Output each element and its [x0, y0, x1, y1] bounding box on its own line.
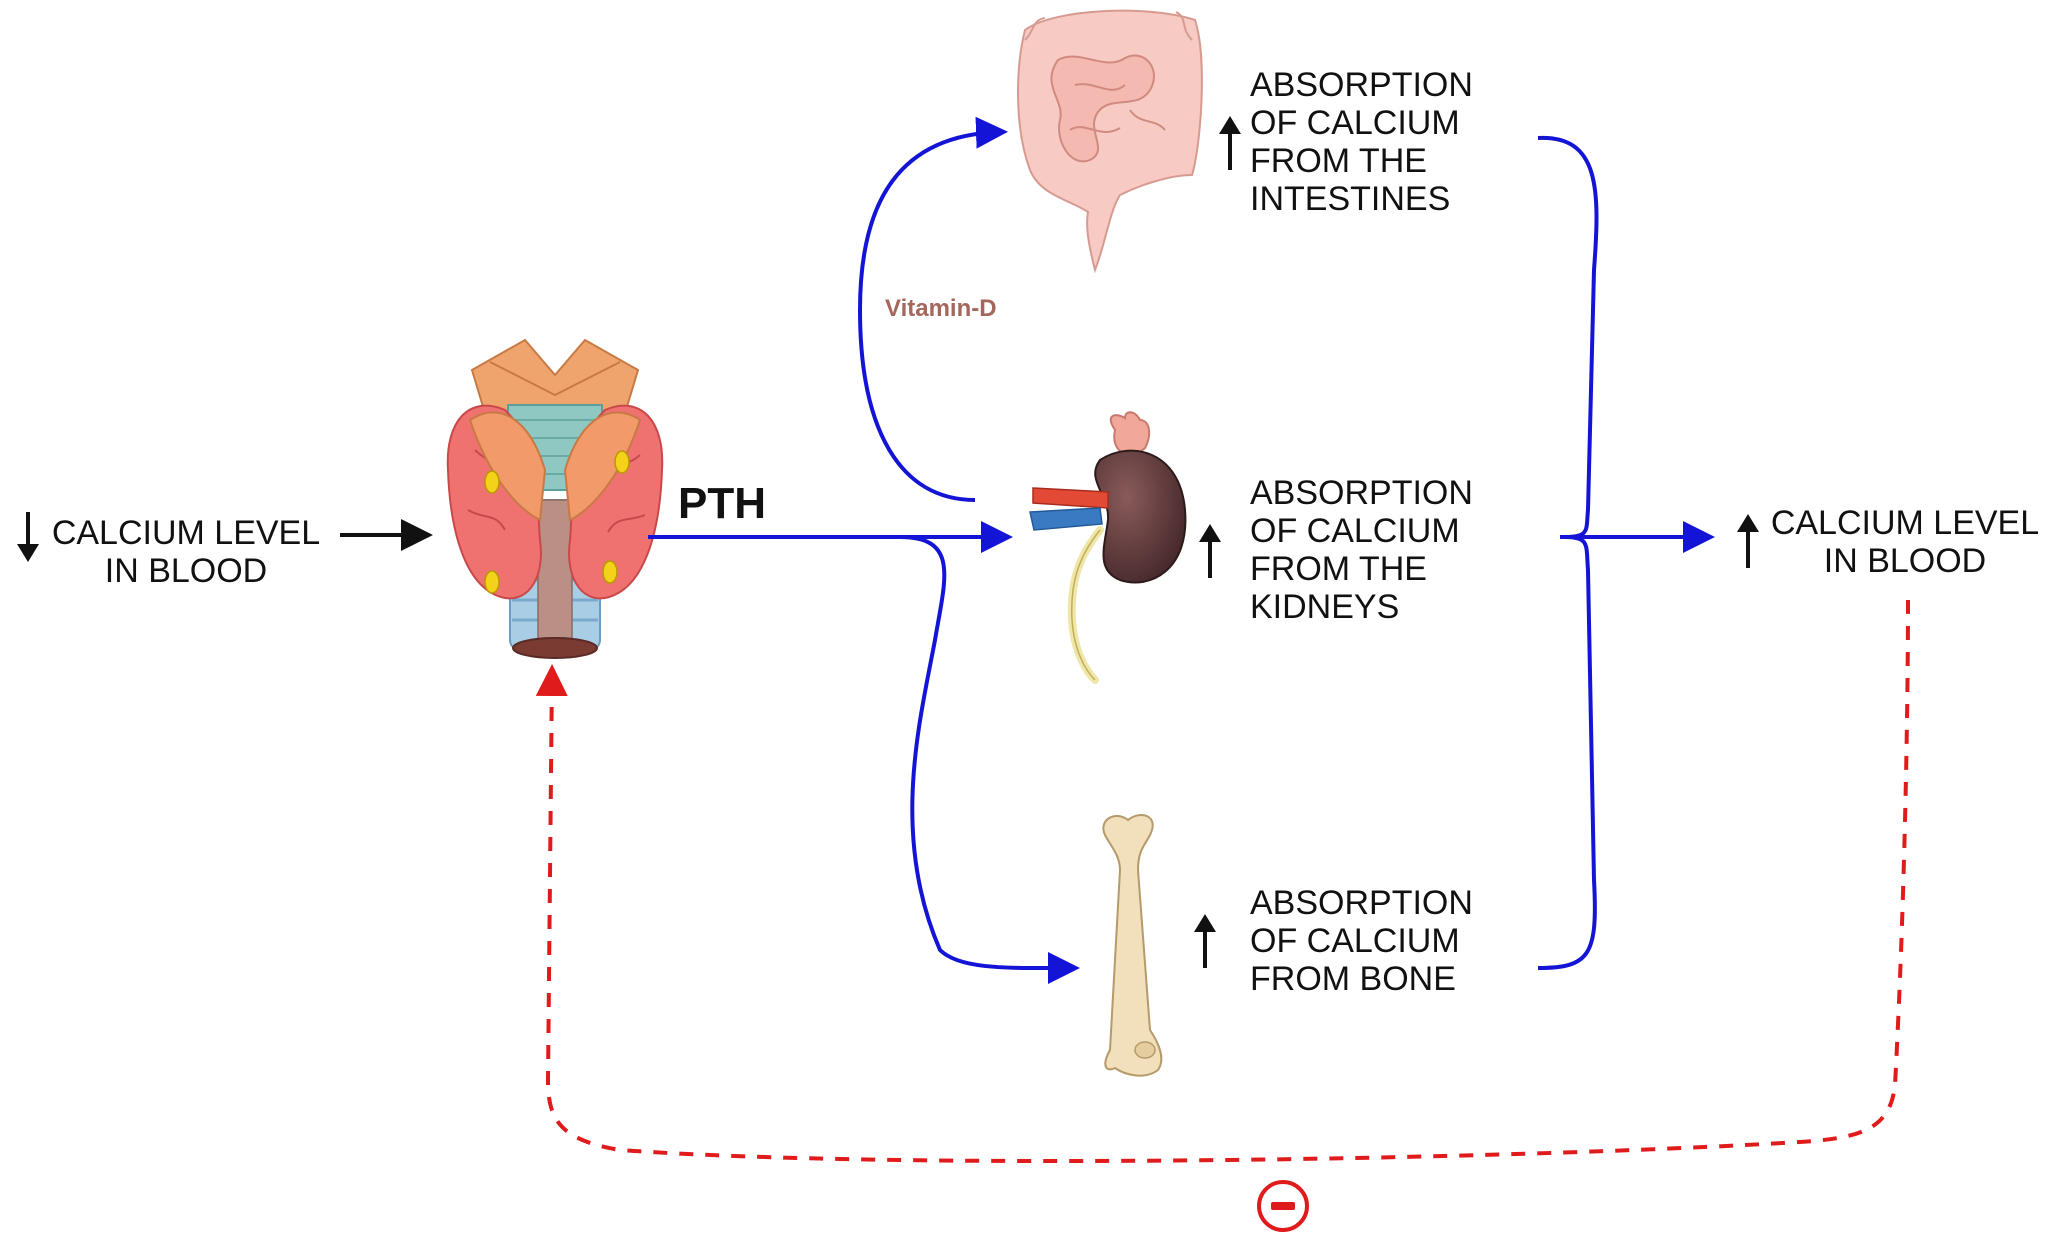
vitamin-d-label: Vitamin-D — [885, 295, 997, 322]
kidney-illustration — [1029, 411, 1187, 684]
intestine-text-line3: FROM THE — [1250, 142, 1427, 180]
bone-text-line3: FROM BONE — [1250, 960, 1456, 998]
vitamin-d-arrow — [857, 116, 1008, 502]
intestine-text-line1: ABSORPTION — [1250, 66, 1473, 104]
kidney-text-line4: KIDNEYS — [1250, 588, 1399, 626]
pth-pathway — [648, 116, 1715, 985]
output-label-group: CALCIUM LEVEL IN BLOOD — [1737, 504, 2039, 580]
output-label-line1: CALCIUM LEVEL — [1771, 504, 2039, 542]
pth-to-bone-arrow — [899, 535, 1080, 985]
intestine-illustration — [1017, 9, 1203, 274]
up-arrow-icon — [1219, 116, 1241, 170]
kidney-text-line3: FROM THE — [1250, 550, 1427, 588]
input-label-group: CALCIUM LEVEL IN BLOOD — [17, 512, 320, 590]
intestine-absorption-group: ABSORPTION OF CALCIUM FROM THE INTESTINE… — [1219, 66, 1473, 218]
input-label-line1: CALCIUM LEVEL — [52, 514, 320, 552]
kidney-absorption-group: ABSORPTION OF CALCIUM FROM THE KIDNEYS — [1199, 474, 1473, 626]
negative-feedback-arrow — [535, 599, 1910, 1164]
bone-text-line2: OF CALCIUM — [1250, 922, 1460, 960]
parathyroid-gland-illustration — [446, 338, 664, 659]
up-arrow-icon — [1199, 524, 1221, 578]
kidney-text-line2: OF CALCIUM — [1250, 512, 1460, 550]
down-arrow-icon — [17, 512, 39, 562]
bone-text-line1: ABSORPTION — [1250, 884, 1473, 922]
up-arrow-icon — [1737, 514, 1759, 568]
bone-absorption-group: ABSORPTION OF CALCIUM FROM BONE — [1194, 884, 1473, 998]
up-arrow-icon — [1194, 914, 1216, 968]
input-label-line2: IN BLOOD — [105, 552, 267, 590]
pth-label: PTH — [678, 479, 766, 528]
bone-illustration — [1102, 814, 1163, 1077]
intestine-text-line4: INTESTINES — [1250, 180, 1450, 218]
minus-circle-icon — [1257, 1180, 1309, 1232]
kidney-text-line1: ABSORPTION — [1250, 474, 1473, 512]
intestine-text-line2: OF CALCIUM — [1250, 104, 1460, 142]
output-label-line2: IN BLOOD — [1824, 542, 1986, 580]
converge-bracket — [1537, 135, 1599, 970]
